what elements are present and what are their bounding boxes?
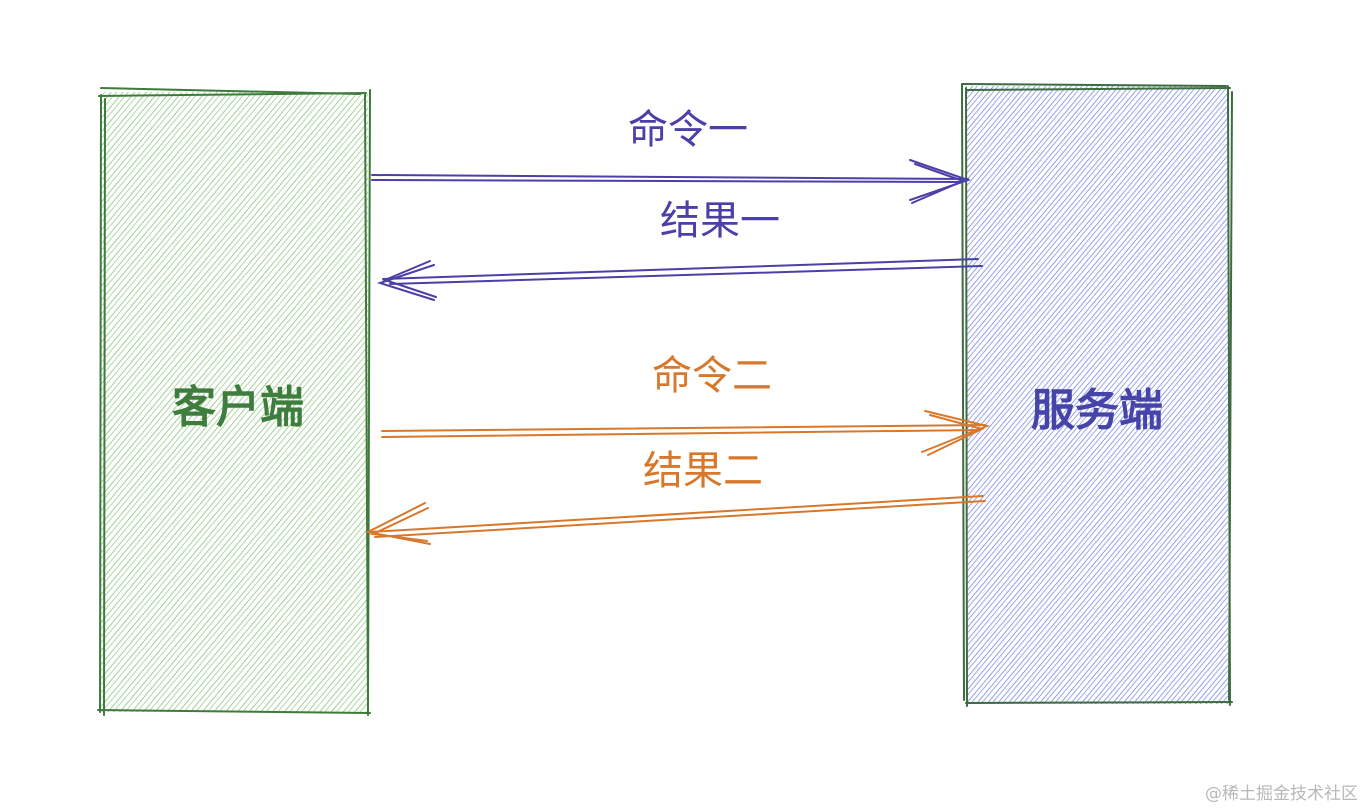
arrow-result-2: 结果二 <box>364 448 986 545</box>
arrow-command-2: 命令二 <box>381 353 991 456</box>
arrow-result-1-label: 结果一 <box>660 198 780 244</box>
server-box: 服务端 <box>961 83 1233 707</box>
arrow-result-1: 结果一 <box>376 198 983 301</box>
arrow-result-2-label: 结果二 <box>643 448 763 494</box>
client-label: 客户端 <box>172 382 304 433</box>
client-box: 客户端 <box>97 87 371 716</box>
watermark-text: @稀土掘金技术社区 <box>1205 784 1358 804</box>
server-label: 服务端 <box>1031 385 1163 436</box>
arrow-command-1-label: 命令一 <box>628 107 748 153</box>
arrow-command-1: 命令一 <box>371 107 972 204</box>
arrow-command-2-label: 命令二 <box>652 353 772 399</box>
